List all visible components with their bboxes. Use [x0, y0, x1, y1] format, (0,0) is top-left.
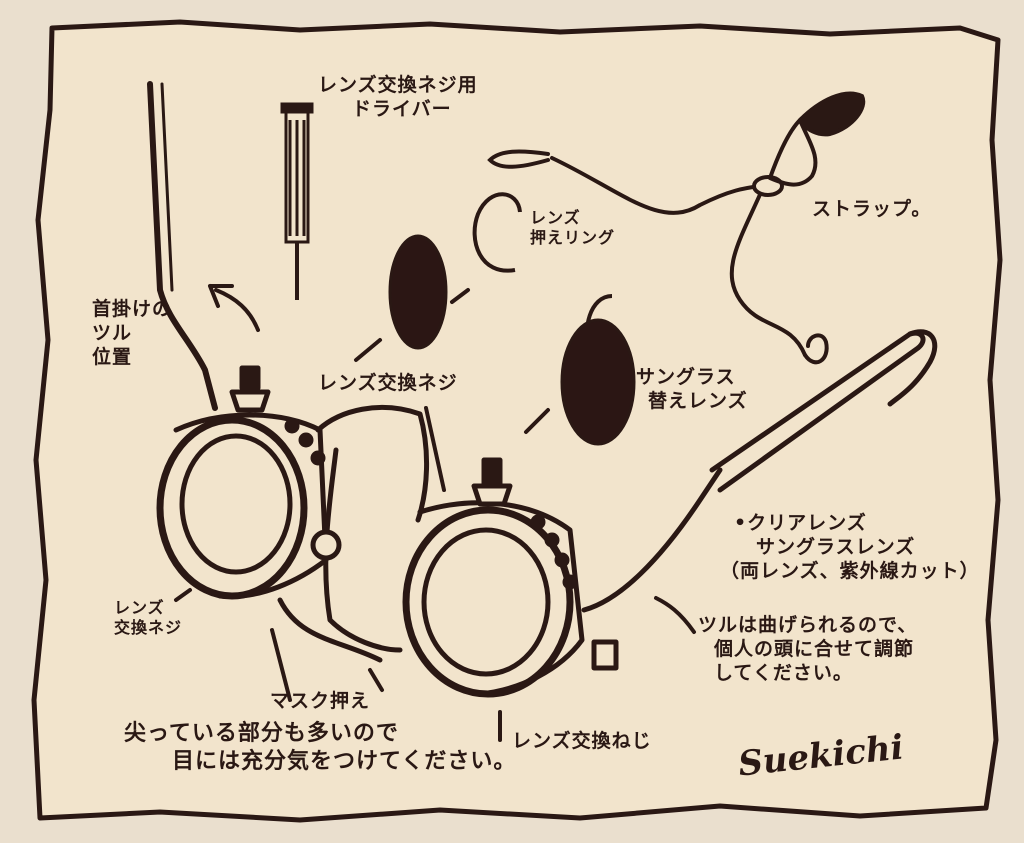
label-strap: ストラップ。 [812, 198, 932, 220]
strap-drawing [487, 91, 866, 365]
label-ring-line1: レンズ [530, 208, 581, 227]
label-temple-line2: 個人の頭に合せて調節 [714, 637, 915, 660]
label-lens-types: •クリアレンズ サングラスレンズ （両レンズ、紫外線カット） [720, 512, 980, 583]
pointer-arrows [174, 284, 696, 742]
dark-lens-left [388, 234, 448, 350]
warning-line2: 目には充分気をつけてください。 [172, 748, 517, 774]
label-neck-line2: ツル [92, 321, 133, 344]
label-driver-line1: レンズ交換ネジ用 [318, 74, 478, 96]
label-screw-left-line1: レンズ [114, 598, 165, 617]
warning-line1: 尖っている部分も多いので [124, 721, 399, 746]
label-temple-adjust: ツルは曲げられるので、 個人の頭に合せて調節 してください。 [678, 614, 917, 685]
label-driver-line2: ドライバー [352, 97, 452, 120]
label-sunglass-line2: 替えレンズ [648, 389, 748, 412]
label-neck-line1: 首掛けの [92, 298, 173, 320]
label-retaining-ring: レンズ 押えリング [530, 208, 615, 248]
label-screw-left-line2: 交換ネジ [114, 618, 183, 637]
warning-note: 尖っている部分も多いので 目には充分気をつけてください。 [124, 720, 516, 775]
label-neck-line3: 位置 [92, 345, 133, 368]
goggles-drawing [147, 81, 938, 698]
label-lens-types-line1: •クリアレンズ [734, 512, 867, 534]
label-sunglass-line1: サングラス [636, 366, 736, 388]
label-sunglass-lens: サングラス 替えレンズ [636, 366, 748, 414]
label-screw-bottom: レンズ交換ねじ [512, 730, 652, 752]
label-screw-left: レンズ 交換ネジ [114, 598, 182, 638]
label-driver: レンズ交換ネジ用 ドライバー [318, 74, 478, 122]
label-lens-types-line2: サングラスレンズ [756, 535, 916, 558]
label-temple-line3: してください。 [714, 661, 853, 684]
label-temple-line1: ツルは曲げられるので、 [698, 614, 918, 636]
label-screw-top: レンズ交換ネジ [318, 372, 458, 394]
dark-lens-right [560, 318, 636, 446]
label-mask-holder: マスク押え [270, 690, 371, 712]
screwdriver-drawing [280, 102, 314, 300]
paper-sheet [31, 19, 1003, 823]
label-neck-temple: 首掛けの ツル 位置 [92, 298, 172, 369]
label-lens-types-line3: （両レンズ、紫外線カット） [720, 559, 980, 582]
label-ring-line2: 押えリング [530, 228, 616, 247]
